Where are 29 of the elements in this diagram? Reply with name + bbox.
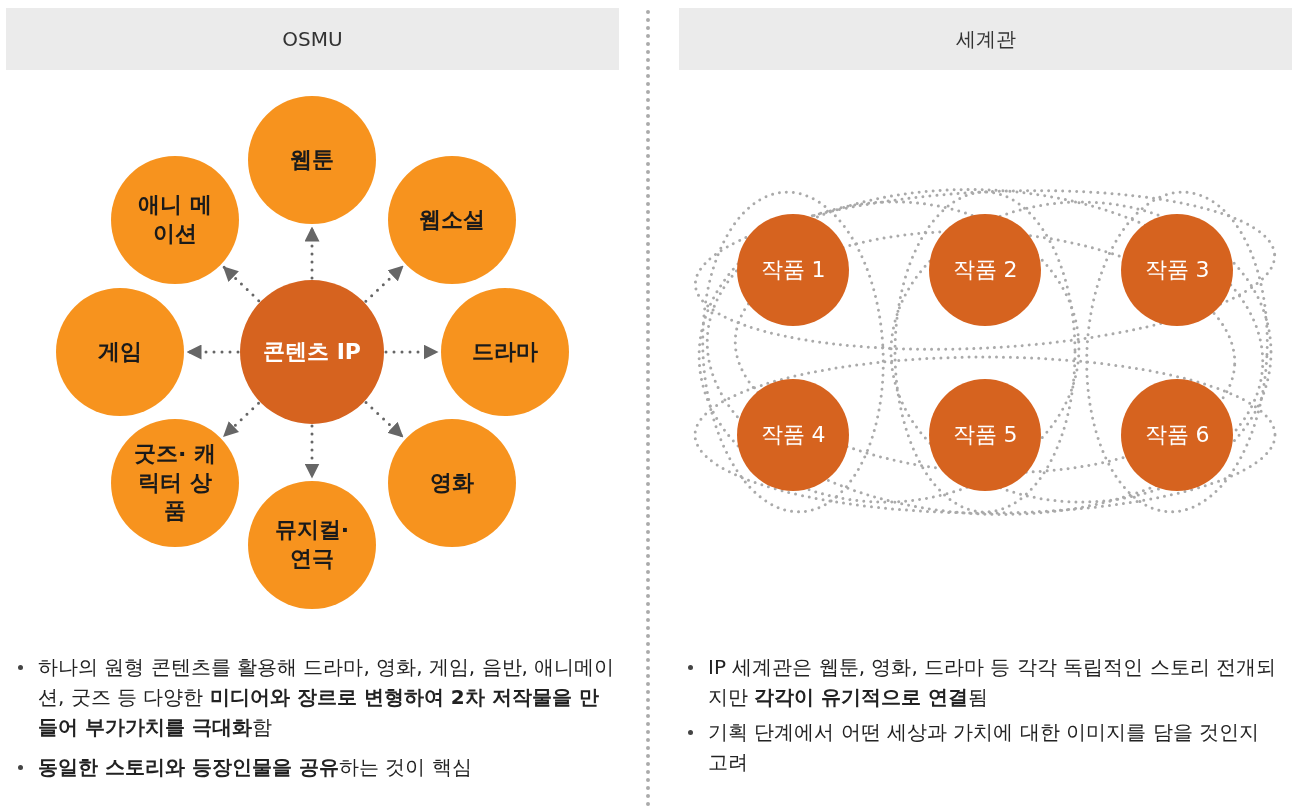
bullet-text: IP 세계관은 웹툰, 영화, 드라마 등 각각 독립적인 스토리 전개되지만 각각이 유기적으로 연결됨 bbox=[708, 655, 1276, 709]
bullet-text: 기획 단계에서 어떤 세상과 가치에 대한 이미지를 담을 것인지 고려 bbox=[708, 720, 1259, 774]
media-circle: 드라마 bbox=[441, 288, 569, 416]
bullet-text: 하나의 원형 콘텐츠를 활용해 드라마, 영화, 게임, 음반, 애니메이션, 굿즈 등 다양한 미디어와 장르로 변형하여 2차 저작물을 만들어 부가가치를 극대화함 bbox=[38, 655, 615, 739]
header-band: 세계관 bbox=[679, 8, 1292, 70]
arrow bbox=[364, 265, 404, 303]
arrow bbox=[186, 344, 240, 360]
work-circle: 작품 4 bbox=[737, 379, 849, 491]
media-circle: 애니 메이션 bbox=[111, 156, 239, 284]
arrow bbox=[304, 424, 320, 479]
work-circle: 작품 5 bbox=[929, 379, 1041, 491]
media-circle: 굿즈· 캐릭터 상품 bbox=[111, 419, 239, 547]
arrow bbox=[304, 226, 320, 280]
media-circle: 웹툰 bbox=[248, 96, 376, 224]
arrow bbox=[364, 401, 404, 439]
media-circle: 웹소설 bbox=[388, 156, 516, 284]
work-circle: 작품 1 bbox=[737, 214, 849, 326]
media-circle: 뮤지컬· 연극 bbox=[248, 481, 376, 609]
work-circle: 작품 6 bbox=[1121, 379, 1233, 491]
arrow bbox=[222, 401, 260, 438]
hub-circle: 콘텐츠 IP bbox=[240, 280, 384, 424]
arrow bbox=[384, 344, 439, 360]
media-circle: 영화 bbox=[388, 419, 516, 547]
bullet-text: 동일한 스토리와 등장인물을 공유하는 것이 핵심 bbox=[38, 755, 472, 779]
work-circle: 작품 2 bbox=[929, 214, 1041, 326]
header-band: OSMU bbox=[6, 8, 619, 70]
work-circle: 작품 3 bbox=[1121, 214, 1233, 326]
media-circle: 게임 bbox=[56, 288, 184, 416]
arrow bbox=[222, 265, 261, 303]
